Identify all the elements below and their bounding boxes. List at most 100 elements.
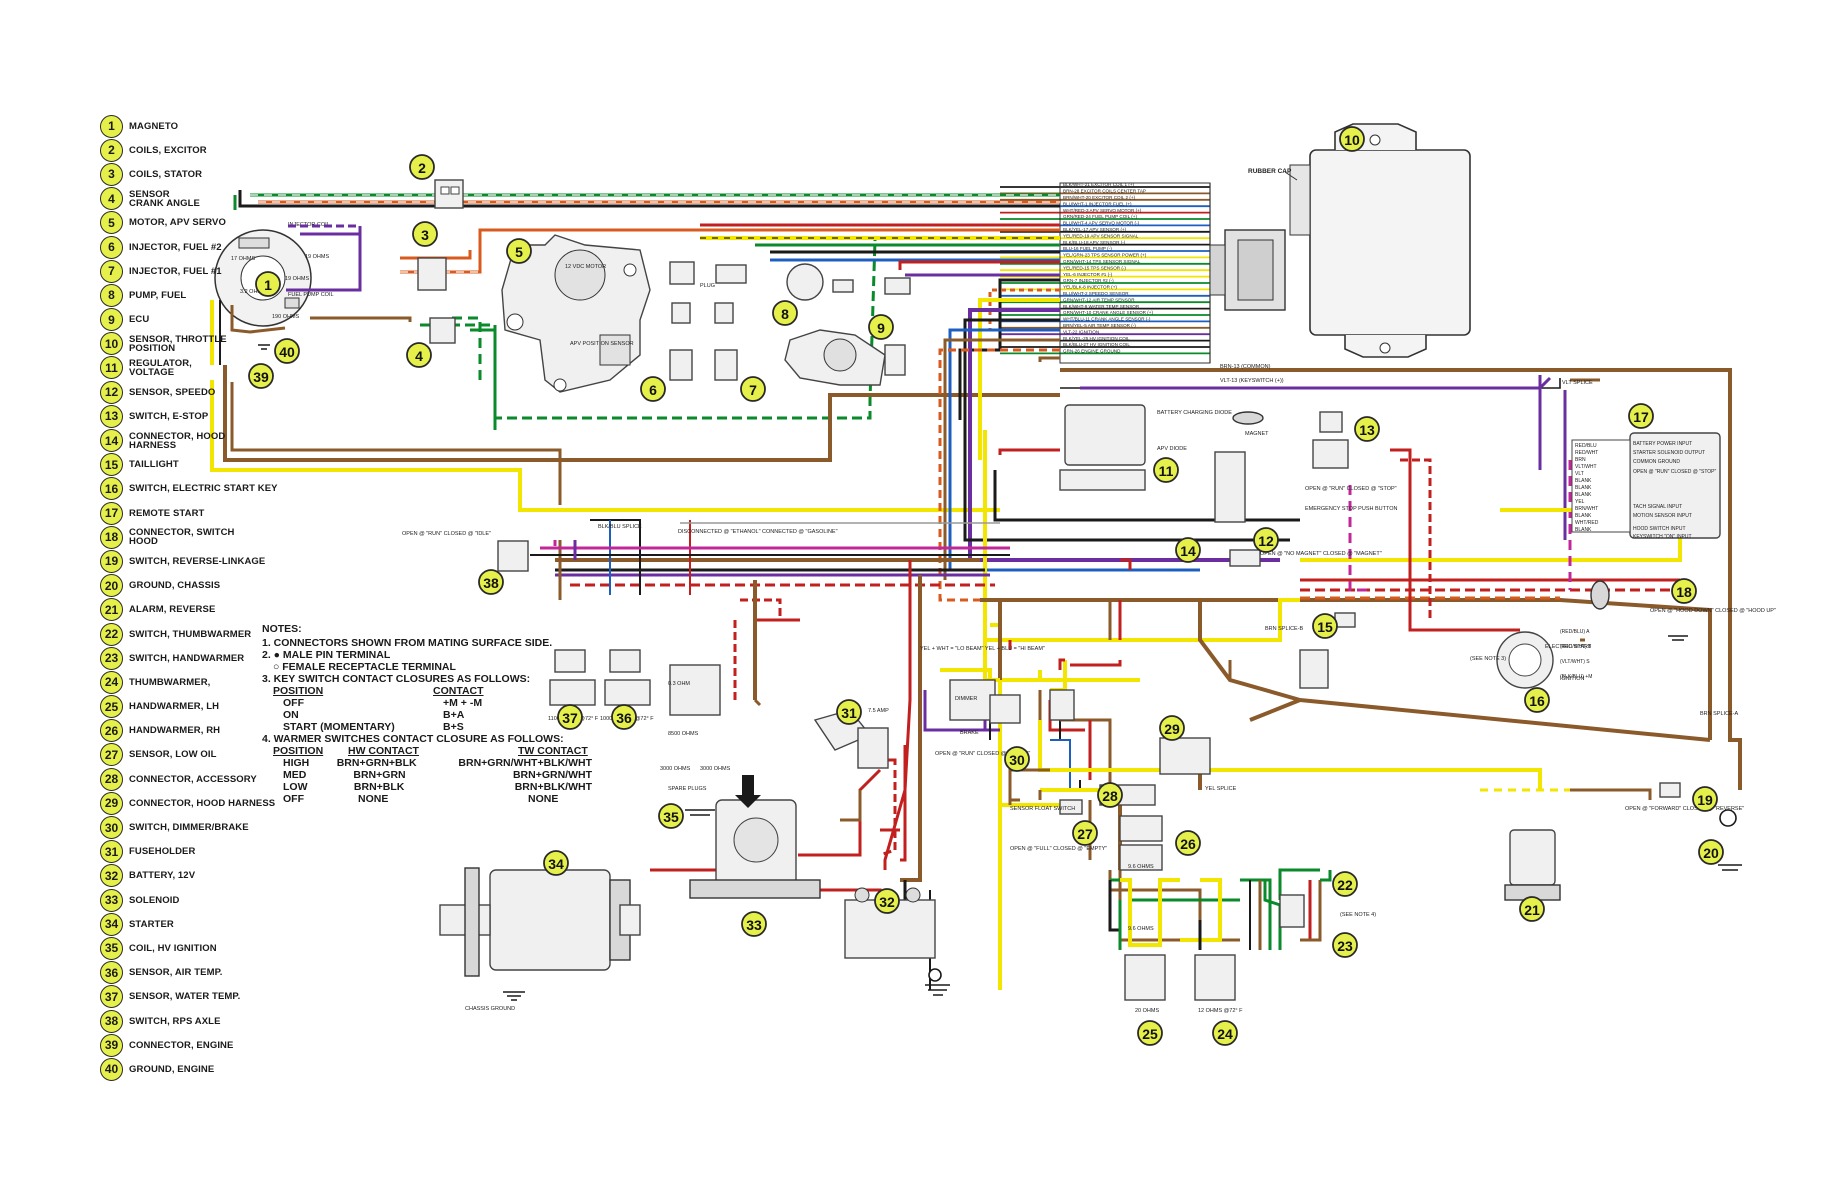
svg-text:34: 34 [548,856,564,872]
ecu-module: RUBBER CAP [1209,123,1471,358]
component-badge-32: 32 [874,888,900,914]
legend-label: THUMBWARMER, [129,676,211,688]
svg-text:0.3 OHM: 0.3 OHM [668,681,690,687]
svg-text:BRAKE: BRAKE [960,730,979,736]
legend-number: 16 [100,477,123,501]
key-contact: B+S [443,721,464,733]
legend-label: REMOTE START [129,507,205,519]
legend-number: 28 [100,767,123,791]
key-switch-wire-label: (RED/WHT) B [1560,644,1592,650]
svg-text:39: 39 [253,369,269,385]
svg-text:YEL + WHT = "LO BEAM" YEL + BL: YEL + WHT = "LO BEAM" YEL + BLU = "HI BE… [920,646,1045,652]
svg-text:OPEN @ "NO MAGNET" CLOSED @ "M: OPEN @ "NO MAGNET" CLOSED @ "MAGNET" [1260,551,1382,557]
legend-number: 4 [100,187,123,211]
svg-text:(SEE NOTE 4): (SEE NOTE 4) [1340,912,1376,918]
legend-number: 13 [100,404,123,428]
svg-text:SPARE PLUGS: SPARE PLUGS [668,786,707,792]
remote-start-pin-label: MOTION SENSOR INPUT [1633,513,1692,519]
svg-text:BATTERY CHARGING DIODE: BATTERY CHARGING DIODE [1157,410,1232,416]
warm-pos: LOW [283,781,308,793]
key-switch-wire-label: (VLT/WHT) S [1560,659,1590,665]
svg-text:3: 3 [421,227,429,243]
remote-start-pin-label: COMMON GROUND [1633,459,1680,465]
ecu-pin-label: YEL/RED-15 TPS SENSOR (-) [1063,265,1126,270]
remote-start-pin-label: OPEN @ "RUN" CLOSED @ "STOP" [1633,469,1717,475]
svg-text:VLT-13 (KEYSWITCH (+)): VLT-13 (KEYSWITCH (+)) [1220,378,1284,384]
svg-text:DIMMER: DIMMER [955,696,977,702]
note-3: 3. KEY SWITCH CONTACT CLOSURES AS FOLLOW… [262,673,531,685]
svg-text:4: 4 [415,348,423,364]
note-2b: ○ FEMALE RECEPTACLE TERMINAL [273,661,456,673]
svg-text:OPEN @ "HOOD DOWN" CLOSED @ "H: OPEN @ "HOOD DOWN" CLOSED @ "HOOD UP" [1650,608,1776,614]
ecu-pin-label: BRN-28 EXCITOR COILS CENTER TAP [1063,189,1146,194]
note-2: 2. ● MALE PIN TERMINAL [262,649,391,661]
component-badge-37: 37 [557,704,583,730]
svg-text:9.6 OHMS: 9.6 OHMS [1128,926,1154,932]
legend-number: 20 [100,574,123,598]
remote-start-wires: RED/BLURED/WHTBRNVLT/WHTVLTBLANKBLANKBLA… [1575,443,1599,533]
component-badge-19: 19 [1692,786,1718,812]
component-badge-21: 21 [1519,896,1545,922]
ecu-pin-label: GRN/WHT-10 CRANK ANGLE SENSOR (+) [1063,310,1153,315]
ecu-pin-label: BLU/WHT-2 SPEEDO SENSOR [1063,291,1129,296]
key-head-contact: CONTACT [433,685,484,697]
remote-start-pin-label: BATTERY POWER INPUT [1633,441,1692,447]
remote-start-pin-label: STARTER SOLENOID OUTPUT [1633,450,1705,456]
legend-label: BATTERY, 12V [129,870,196,882]
legend-label: SWITCH, THUMBWARMER [129,628,252,640]
legend-number: 25 [100,695,123,719]
svg-text:21: 21 [1524,902,1540,918]
key-switch-wire-label: (BLK/BLU) +M [1560,674,1592,680]
legend-number: 39 [100,1033,123,1057]
ecu-pin-label: GRN-7 INJECTOR #2 (-) [1063,278,1114,283]
remote-start-pin-label: KEYSWITCH "ON" INPUT [1633,534,1692,540]
key-switch-wire-label: (RED/BLU) A [1560,629,1590,635]
legend-label: INJECTOR, FUEL #2 [129,241,222,253]
svg-text:SENSOR FLOAT SWITCH: SENSOR FLOAT SWITCH [1010,806,1075,812]
svg-text:APV POSITION SENSOR: APV POSITION SENSOR [570,341,634,347]
legend-number: 30 [100,816,123,840]
remote-start-pin-label: TACH SIGNAL INPUT [1633,504,1682,510]
legend-number: 10 [100,332,123,356]
svg-text:3.2 OHM: 3.2 OHM [240,289,262,295]
legend-number: 38 [100,1009,123,1033]
legend-number: 33 [100,888,123,912]
svg-text:20 OHMS: 20 OHMS [1135,1008,1159,1014]
ecu-pin-label: BRN/WHT-20 EXCITOR COIL 2 (+) [1063,195,1136,200]
svg-text:ELECTRIC START: ELECTRIC START [1545,644,1592,650]
ecu-pin-label: GRN-26 ENGINE GROUND [1063,349,1121,354]
svg-text:7: 7 [749,382,757,398]
component-badge-9: 9 [868,314,894,340]
legend-number: 21 [100,598,123,622]
legend-label: SOLENOID [129,894,180,906]
legend-label: HANDWARMER, LH [129,701,220,713]
component-badge-39: 39 [248,363,274,389]
component-badge-10: 10 [1339,126,1365,152]
ecu-pin-label: BLK/YEL-17 APV SENSOR (+) [1063,227,1127,232]
svg-text:40: 40 [279,344,295,360]
legend-number: 31 [100,840,123,864]
ecu-pin-label: YEL/RED-19 APV SENSOR SIGNAL [1063,233,1139,238]
svg-text:BLK/BLU SPLICE: BLK/BLU SPLICE [598,524,642,530]
svg-text:37: 37 [562,710,578,726]
remote-start-wire-label: BLANK [1575,527,1592,533]
svg-text:8: 8 [781,306,789,322]
svg-text:9: 9 [877,320,885,336]
legend-label: TAILLIGHT [129,459,179,471]
ecu-pin-label: YEL/BLK-8 INJECTOR (+) [1063,285,1117,290]
legend-number: 37 [100,985,123,1009]
svg-text:28: 28 [1102,788,1118,804]
component-badge-11: 11 [1153,457,1179,483]
